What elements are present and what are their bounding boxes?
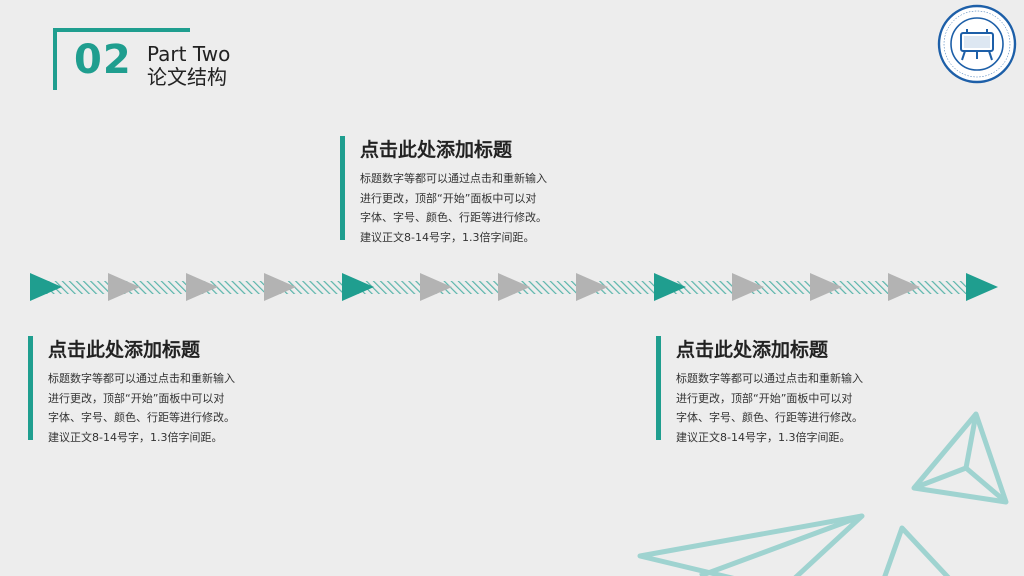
card-heading[interactable]: 点击此处添加标题 — [48, 339, 201, 361]
paper-plane-icon — [882, 525, 951, 576]
timeline-arrow-icon — [576, 273, 608, 301]
timeline-arrow-icon — [186, 273, 218, 301]
card-body-line: 建议正文8-14号字，1.3倍字间距。 — [676, 430, 851, 444]
card-body-line: 建议正文8-14号字，1.3倍字间距。 — [48, 430, 223, 444]
card-heading[interactable]: 点击此处添加标题 — [676, 339, 829, 361]
card-body-line: 字体、字号、颜色、行距等进行修改。 — [360, 211, 547, 224]
card-body-line: 字体、字号、颜色、行距等进行修改。 — [676, 411, 863, 424]
timeline-arrow-icon — [420, 273, 452, 301]
university-seal-logo — [937, 4, 1017, 84]
timeline-arrow-icon — [966, 273, 998, 301]
card-heading[interactable]: 点击此处添加标题 — [360, 139, 513, 161]
text-card-bottom-right: 点击此处添加标题 标题数字等都可以通过点击和重新输入 进行更改，顶部“开始”面板… — [656, 336, 896, 444]
text-card-bottom-left: 点击此处添加标题 标题数字等都可以通过点击和重新输入 进行更改，顶部“开始”面板… — [28, 336, 268, 444]
card-body-line: 进行更改，顶部“开始”面板中可以对 — [48, 391, 225, 405]
card-body-line: 标题数字等都可以通过点击和重新输入 — [360, 172, 547, 185]
card-body-line: 进行更改，顶部“开始”面板中可以对 — [676, 391, 853, 405]
section-number: 02 — [74, 37, 132, 83]
timeline-arrow-icon — [732, 273, 764, 301]
timeline-arrow-icon — [342, 273, 374, 301]
paper-plane-icon — [637, 513, 865, 576]
section-title: Part Two 论文结构 — [147, 43, 230, 89]
section-title-cn: 论文结构 — [147, 65, 227, 89]
timeline-arrow-icon — [888, 273, 920, 301]
card-body-line: 建议正文8-14号字，1.3倍字间距。 — [360, 230, 535, 244]
timeline-arrow-icon — [810, 273, 842, 301]
timeline-arrow-icon — [108, 273, 140, 301]
paper-plane-icon — [911, 411, 1009, 505]
card-accent-bar — [656, 336, 661, 440]
section-frame — [53, 28, 190, 90]
text-card-top: 点击此处添加标题 标题数字等都可以通过点击和重新输入 进行更改，顶部“开始”面板… — [340, 136, 580, 244]
card-body-line: 标题数字等都可以通过点击和重新输入 — [48, 372, 235, 385]
card-body-line: 字体、字号、颜色、行距等进行修改。 — [48, 411, 235, 424]
timeline-arrow-icon — [654, 273, 686, 301]
card-body-line: 标题数字等都可以通过点击和重新输入 — [676, 372, 863, 385]
section-title-en: Part Two — [147, 42, 231, 66]
card-accent-bar — [28, 336, 33, 440]
card-accent-bar — [340, 136, 345, 240]
timeline-arrow-icon — [30, 273, 62, 301]
timeline-arrow-icon — [264, 273, 296, 301]
card-body-line: 进行更改，顶部“开始”面板中可以对 — [360, 191, 537, 205]
card-body[interactable]: 标题数字等都可以通过点击和重新输入 进行更改，顶部“开始”面板中可以对 字体、字… — [48, 369, 263, 447]
card-body[interactable]: 标题数字等都可以通过点击和重新输入 进行更改，顶部“开始”面板中可以对 字体、字… — [676, 369, 891, 447]
card-body[interactable]: 标题数字等都可以通过点击和重新输入 进行更改，顶部“开始”面板中可以对 字体、字… — [360, 169, 575, 247]
timeline-arrow-icon — [498, 273, 530, 301]
timeline — [30, 273, 998, 301]
